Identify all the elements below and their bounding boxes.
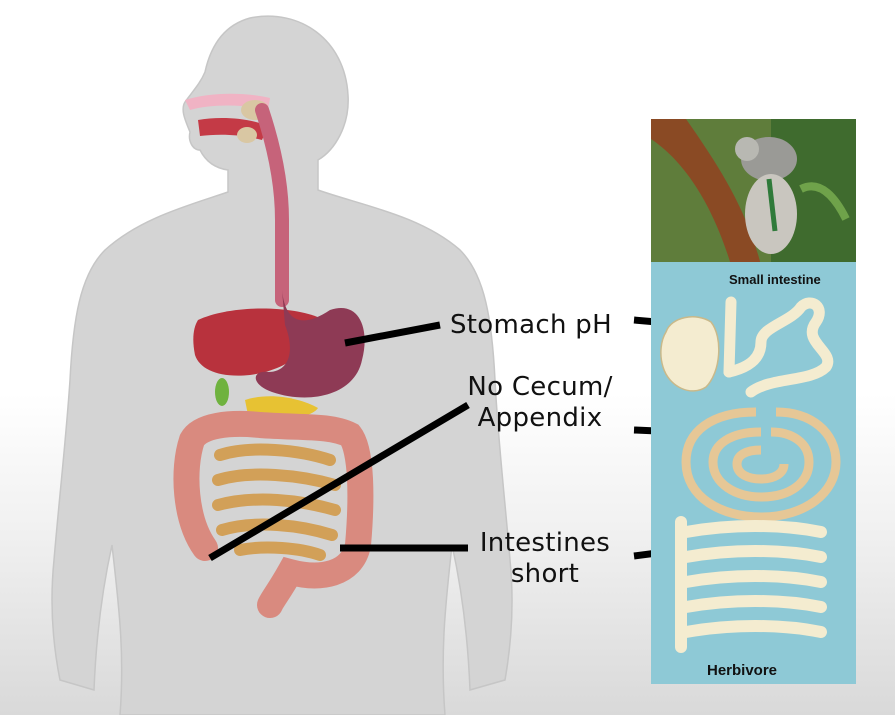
small-intestine — [212, 443, 341, 561]
stomach-pointer-line — [344, 321, 441, 347]
small-intestine-label: Small intestine — [729, 272, 821, 287]
koala-image — [651, 119, 856, 265]
no-cecum-line: No Cecum/ — [467, 372, 613, 402]
stomach-ph-label: Stomach pH — [450, 310, 612, 340]
esophagus — [255, 103, 289, 307]
intestines-line: Intestines — [479, 528, 611, 558]
herbivore-stomach — [660, 316, 720, 392]
herbivore-small-intestine — [723, 296, 834, 398]
koala-photo — [651, 119, 856, 265]
herbivore-caption: Herbivore — [707, 662, 778, 679]
no-cecum-appendix-label: No Cecum/ Appendix — [455, 372, 625, 434]
herbivore-large-intestine — [675, 516, 827, 653]
large-intestine — [173, 410, 374, 618]
cecum-pointer-line — [208, 401, 470, 562]
short-line: short — [510, 559, 580, 590]
appendix-line: Appendix — [477, 403, 603, 434]
herbivore-spiral — [681, 407, 841, 522]
salivary-gland-2 — [237, 127, 257, 143]
intestines-short-label: Intestines short — [470, 528, 620, 590]
herbivore-gut-diagram — [660, 296, 841, 653]
stomach — [255, 290, 365, 398]
gallbladder — [215, 378, 229, 406]
herbivore-gut-panel: Small intestine Herbivore — [651, 262, 856, 684]
